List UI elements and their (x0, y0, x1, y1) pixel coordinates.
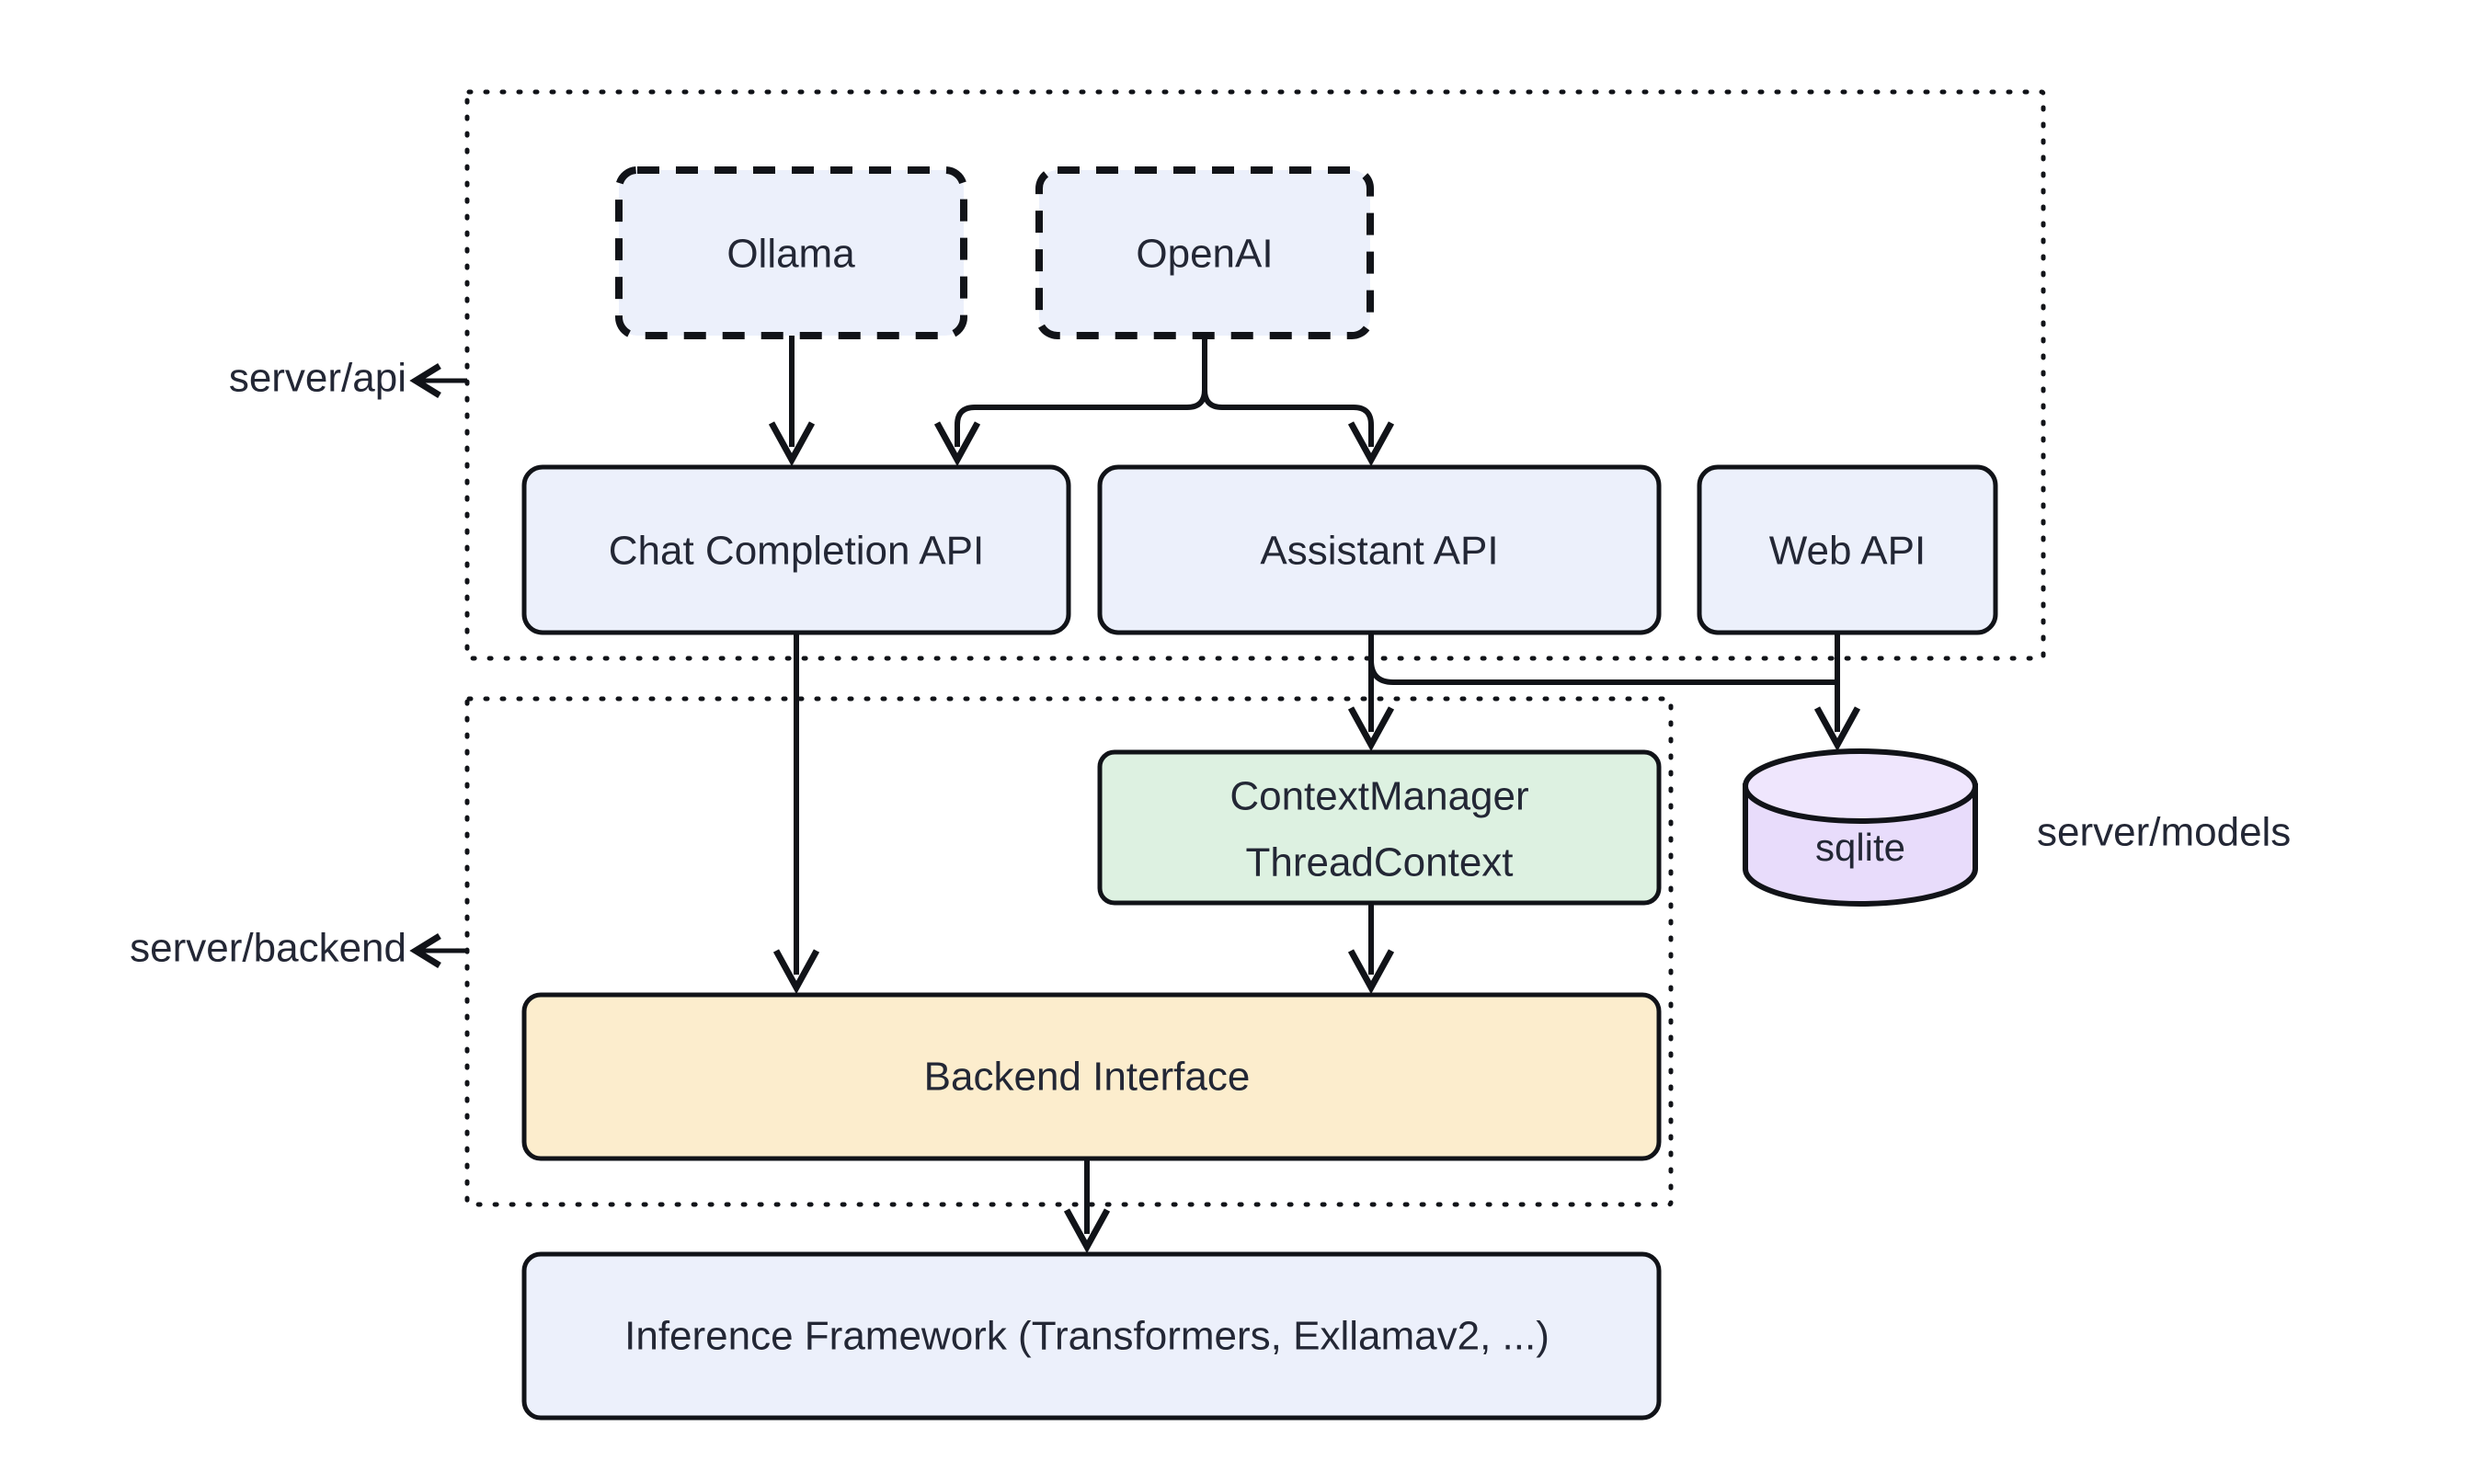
node-assistant-api[interactable]: Assistant API (1097, 464, 1662, 635)
node-inference-framework[interactable]: Inference Framework (Transformers, Exlla… (521, 1251, 1662, 1421)
node-openai-shape[interactable] (1035, 166, 1374, 339)
edge-backend-interface-to-inference-framework (1063, 1159, 1111, 1254)
node-web-api-shape[interactable] (1697, 464, 1998, 635)
node-assistant-api-label: Assistant API (1260, 529, 1498, 574)
node-web-api[interactable]: Web API (1697, 464, 1998, 635)
edge-web-api-to-sqlite (1813, 633, 1861, 752)
group-label-server-backend-text: server/backend (130, 926, 406, 971)
edge-ollama-to-chat-completion-api (768, 336, 816, 467)
node-assistant-api-shape[interactable] (1097, 464, 1662, 635)
node-backend-interface-shape[interactable] (521, 992, 1662, 1161)
edge-context-manager-to-backend-interface (1347, 903, 1395, 995)
group-label-server-api: server/api (229, 356, 467, 401)
edge-assistant-api-to-sqlite (1368, 633, 1840, 732)
node-openai-label: OpenAI (1136, 232, 1273, 277)
node-inference-framework-shape[interactable] (521, 1251, 1662, 1421)
group-label-server-backend-arrowhead (409, 933, 441, 968)
node-chat-completion-api[interactable]: Chat Completion API (521, 464, 1071, 635)
node-sqlite[interactable]: sqlite (1743, 748, 1978, 907)
node-context-manager-label-line2: ThreadContext (1245, 840, 1513, 885)
node-ollama[interactable]: Ollama (615, 166, 967, 339)
edge-openai-split (933, 336, 1395, 467)
group-label-server-backend: server/backend (130, 926, 467, 971)
node-sqlite-top[interactable] (1743, 748, 1978, 824)
node-sqlite-label: sqlite (1815, 826, 1905, 869)
node-context-manager-shape[interactable] (1097, 749, 1662, 906)
node-context-manager[interactable]: ContextManager ThreadContext (1097, 749, 1662, 906)
node-web-api-label: Web API (1769, 529, 1926, 574)
node-context-manager-label-line1: ContextManager (1229, 774, 1528, 819)
group-label-server-api-arrowhead (409, 363, 441, 398)
node-openai[interactable]: OpenAI (1035, 166, 1374, 339)
node-backend-interface[interactable]: Backend Interface (521, 992, 1662, 1161)
node-chat-completion-api-label: Chat Completion API (609, 529, 984, 574)
node-ollama-label: Ollama (726, 232, 855, 277)
group-label-server-models: server/models (2037, 810, 2291, 855)
node-inference-framework-label: Inference Framework (Transformers, Exlla… (624, 1314, 1549, 1359)
node-backend-interface-label: Backend Interface (924, 1055, 1251, 1100)
group-label-server-api-text: server/api (229, 356, 406, 401)
group-container-server-api (464, 89, 2046, 661)
edge-chat-completion-api-to-backend-interface (772, 633, 820, 995)
node-chat-completion-api-shape[interactable] (521, 464, 1071, 635)
node-ollama-shape[interactable] (615, 166, 967, 339)
